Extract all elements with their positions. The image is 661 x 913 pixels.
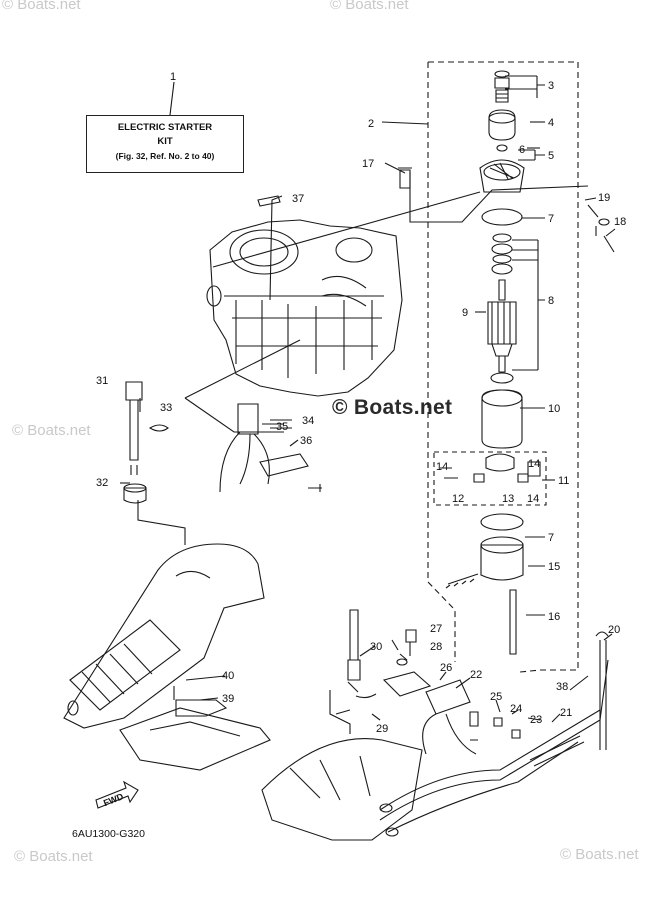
part-number-2: 2: [368, 118, 374, 130]
part-number-22: 22: [470, 669, 482, 681]
brush-subassembly-outline: [433, 451, 547, 506]
part-number-15: 15: [548, 561, 560, 573]
part-number-21: 21: [560, 707, 572, 719]
lower-right-electrical: [329, 609, 609, 837]
watermark-center: © Boats.net: [332, 396, 453, 419]
kit-outline-right: [428, 61, 579, 673]
part-number-14c: 14: [528, 458, 540, 470]
part-number-37: 37: [292, 193, 304, 205]
part-number-35: 35: [276, 421, 288, 433]
part-number-28: 28: [430, 641, 442, 653]
part-number-17: 17: [362, 158, 374, 170]
part-number-24: 24: [510, 703, 522, 715]
part-number-6: 6: [519, 144, 525, 156]
part-number-16: 16: [548, 611, 560, 623]
part-number-40: 40: [222, 670, 234, 682]
part-number-38: 38: [556, 681, 568, 693]
part-number-31: 31: [96, 375, 108, 387]
watermark-left: © Boats.net: [12, 422, 91, 439]
kit-label-line3: (Fig. 32, Ref. No. 2 to 40): [115, 151, 215, 161]
kit-label-line2: KIT: [157, 136, 173, 147]
watermark-bottom-right: © Boats.net: [560, 846, 639, 863]
part-number-23: 23: [530, 714, 542, 726]
figure-code: 6AU1300-G320: [72, 828, 145, 840]
part-number-39: 39: [222, 693, 234, 705]
part-number-18: 18: [614, 216, 626, 228]
part-number-25: 25: [490, 691, 502, 703]
watermark-top-center: © Boats.net: [330, 0, 409, 13]
part-number-14a: 14: [436, 461, 448, 473]
watermark-bottom-left: © Boats.net: [14, 848, 93, 865]
part-number-20: 20: [608, 624, 620, 636]
part-number-1: 1: [170, 71, 176, 83]
part-number-30: 30: [370, 641, 382, 653]
watermark-top-left: © Boats.net: [2, 0, 81, 13]
part-number-26: 26: [440, 662, 452, 674]
part-number-7: 7: [548, 213, 554, 225]
part-number-callouts: 1 2 3 4 5 6 7 8 9 10 11 12 13 14 14 15 1…: [96, 71, 626, 735]
part-number-3: 3: [548, 80, 554, 92]
engine-block: [206, 219, 403, 397]
part-number-12: 12: [452, 493, 464, 505]
part-number-9: 9: [462, 307, 468, 319]
part-number-5: 5: [548, 150, 554, 162]
electric-starter-kit-label: ELECTRIC STARTER KIT (Fig. 32, Ref. No. …: [86, 115, 244, 173]
kit-label-line1: ELECTRIC STARTER: [117, 122, 213, 133]
part-number-13: 13: [502, 493, 514, 505]
part-number-10: 10: [548, 403, 560, 415]
fwd-arrow: [95, 780, 139, 809]
part-number-33: 33: [160, 402, 172, 414]
left-electrical-parts: [123, 195, 322, 504]
kit-outline-left: [427, 62, 456, 662]
part-number-29: 29: [376, 723, 388, 735]
part-number-34: 34: [302, 415, 314, 427]
part-number-8: 8: [548, 295, 554, 307]
fwd-label: FWD: [102, 791, 125, 808]
part-number-19: 19: [598, 192, 610, 204]
tiller-handle: [63, 543, 265, 729]
part-number-11: 11: [558, 475, 569, 487]
part-number-27: 27: [430, 623, 442, 635]
bottom-cowling: [119, 686, 423, 841]
starter-motor-stack: [398, 70, 615, 655]
part-number-14b: 14: [527, 493, 539, 505]
part-number-36: 36: [300, 435, 312, 447]
part-number-32: 32: [96, 477, 108, 489]
part-number-7b: 7: [548, 532, 554, 544]
part-number-4: 4: [548, 117, 554, 129]
